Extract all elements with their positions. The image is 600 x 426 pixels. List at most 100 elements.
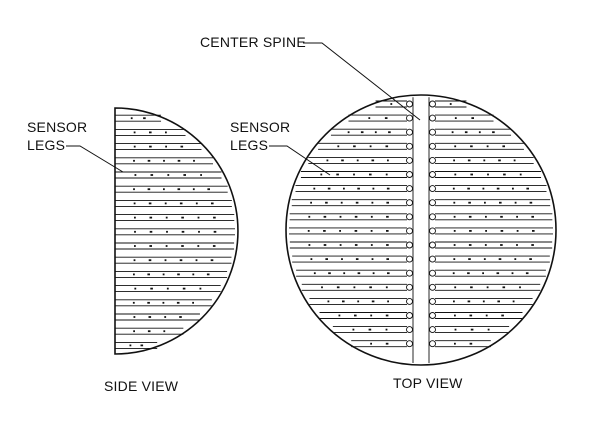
top-sensor-dot [512,187,514,190]
top-sensor-dot [339,244,342,246]
top-sensor-dot [499,201,502,204]
top-sensor-leg-left [319,312,407,319]
top-sensor-leg-left [295,185,407,193]
top-sensor-dot [339,230,341,232]
side-sensor-dot [148,316,152,318]
top-sensor-dot [467,272,470,275]
leg-connector-left [406,255,413,263]
side-sensor-dot [147,159,151,162]
top-sensor-dot [484,201,486,204]
top-sensor-dot [470,145,473,148]
side-sensor-leg [115,285,221,293]
top-sensor-dot [453,230,456,232]
top-sensor-leg-right [435,156,534,164]
top-sensor-leg-right [435,326,510,334]
side-sensor-leg [115,242,235,250]
top-sensor-dot [341,159,344,162]
leg-connector-right [429,128,436,136]
side-sensor-dot [167,174,170,176]
side-sensor-dot [192,188,195,191]
side-sensor-dot [147,273,150,276]
top-sensor-dot [323,230,326,232]
side-sensor-dot [192,301,194,304]
top-sensor-dot [453,244,456,246]
top-sensor-dot [531,244,534,246]
side-sensor-dot [198,230,200,233]
side-sensor-dot [213,230,217,233]
top-sensor-dot [369,145,372,148]
top-sensor-dot [355,201,359,204]
side-sensor-dot [183,174,186,176]
leg-connector-left [406,326,413,334]
top-sensor-dot [502,145,505,148]
top-sensor-leg-right [435,171,542,178]
side-sensor-dot [133,131,136,134]
sensor-legs-side-leader [66,145,124,173]
side-sensor-dot [163,159,165,162]
top-sensor-dot [387,272,390,275]
top-sensor-dot [451,131,454,134]
top-sensor-leg-left [300,171,407,178]
side-sensor-dot [177,273,180,276]
top-sensor-dot [501,314,504,317]
top-sensor-leg-left [289,227,407,235]
side-sensor-dot [163,330,166,333]
leg-connector-right [429,340,436,348]
top-sensor-dot [347,131,350,134]
side-sensor-leg [115,185,228,193]
top-sensor-dot [313,272,316,275]
leg-connector-right [429,199,436,207]
top-sensor-dot [516,215,518,218]
top-view-outline [285,94,557,366]
top-sensor-dot [390,103,393,105]
side-sensor-dot [199,287,202,290]
top-sensor-dot [368,117,371,119]
top-sensor-dot [354,244,358,246]
side-view-drawing [114,107,239,355]
side-sensor-dot [134,216,136,219]
side-sensor-dot [148,202,152,205]
top-sensor-dot [310,201,312,204]
top-sensor-leg-right [435,185,547,193]
top-sensor-dot [370,230,373,232]
top-sensor-dot [387,300,389,303]
side-sensor-dot [179,202,183,205]
side-sensor-dot [150,174,154,176]
top-sensor-dot [387,159,389,162]
leg-connector-left [406,100,413,108]
side-sensor-dot [149,131,152,134]
top-sensor-dot [325,201,328,204]
top-sensor-dot [516,230,519,232]
top-sensor-dot [386,187,390,190]
top-sensor-leg-right [435,100,467,108]
sensor-legs-top-leader [269,145,331,176]
side-sensor-dot [211,202,214,205]
side-sensor-dot [165,216,168,219]
top-sensor-dot [337,145,340,148]
side-sensor-dot [197,216,200,219]
top-sensor-leg-left [301,283,407,291]
leg-connector-right [429,227,436,235]
top-sensor-dot [516,244,518,246]
top-sensor-dot [453,159,455,162]
top-sensor-dot [385,286,388,289]
top-sensor-leg-left [318,142,407,150]
side-sensor-dot [149,230,153,233]
top-sensor-dot [385,145,389,148]
side-sensor-dot [134,174,137,176]
top-sensor-dot [385,342,389,345]
center-spine-label: CENTER SPINE [200,34,306,50]
top-sensor-dot [511,272,514,275]
top-sensor-dot [308,215,311,218]
top-sensor-dot [354,314,357,317]
sensor-legs-top-label-line2: LEGS [230,137,268,153]
top-sensor-leg-right [435,227,553,235]
top-sensor-dot [310,258,313,260]
top-sensor-dot [532,230,535,232]
side-sensor-dot [163,188,165,191]
top-sensor-dot [449,103,452,105]
top-sensor-leg-left [289,213,407,221]
top-sensor-dot [526,187,529,190]
side-sensor-dot [207,188,210,191]
